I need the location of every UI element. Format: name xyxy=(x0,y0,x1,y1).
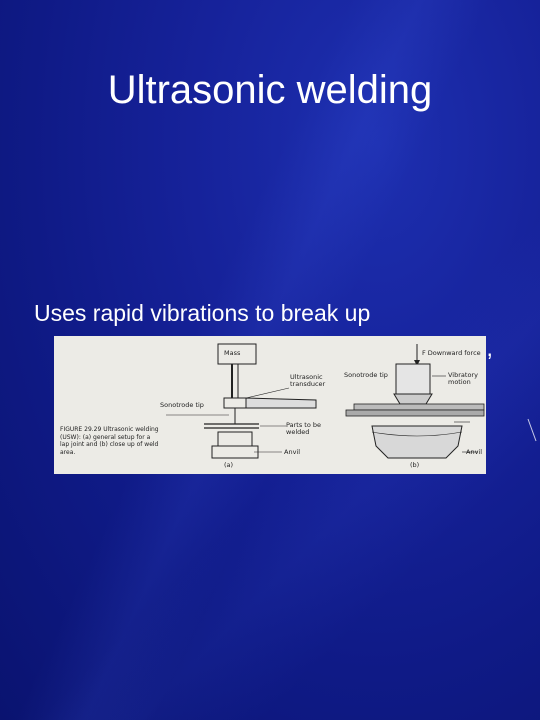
label-panel-a: (a) xyxy=(224,461,234,469)
partially-hidden-glyph xyxy=(527,418,537,442)
label-parts-to-be-welded: Parts to be welded xyxy=(286,421,322,436)
slide-body-text: Uses rapid vibrations to break up xyxy=(34,300,371,326)
label-sonotrode-tip-b: Sonotrode tip xyxy=(344,371,388,379)
label-anvil-b: Anvil xyxy=(466,448,483,456)
label-mass: Mass xyxy=(224,349,241,357)
label-vibratory-motion: Vibratory motion xyxy=(448,371,478,386)
figure-caption: FIGURE 29.29 Ultrasonic welding (USW): (… xyxy=(60,426,159,456)
label-panel-b: (b) xyxy=(410,461,420,469)
label-anvil-a: Anvil xyxy=(284,448,301,456)
welding-diagram xyxy=(166,343,485,459)
label-sonotrode-tip-a: Sonotrode tip xyxy=(160,401,204,409)
slide-title: Ultrasonic welding xyxy=(107,68,433,112)
label-ultrasonic-transducer: Ultrasonic transducer xyxy=(290,373,326,388)
label-downward-force: F Downward force xyxy=(422,349,481,357)
welding-figure: FIGURE 29.29 Ultrasonic welding (USW): (… xyxy=(54,336,486,474)
